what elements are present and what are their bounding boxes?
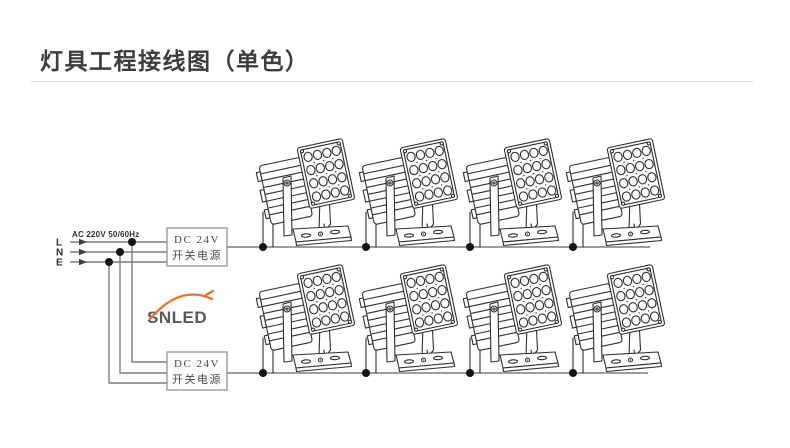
led-floodlight — [254, 137, 356, 248]
brand-logo-text: SNLED — [147, 308, 207, 327]
logo-swoosh-icon — [148, 293, 214, 321]
logo-swoosh-tip-icon — [204, 289, 215, 297]
junction-dot — [116, 248, 124, 256]
junction-dot — [466, 243, 474, 251]
led-floodlight — [254, 263, 356, 374]
page-title: 灯具工程接线图（单色） — [40, 48, 310, 74]
junction-dot — [259, 369, 267, 377]
psu-2-line1: DC 24V — [174, 358, 220, 370]
fixture-row-1 — [254, 137, 666, 251]
arrow-icon — [79, 258, 87, 266]
fixture-row-2 — [254, 263, 666, 377]
led-floodlight — [564, 263, 666, 374]
branch-wire-E — [108, 262, 167, 384]
brand-logo: SNLED — [147, 289, 215, 327]
junction-dot — [259, 243, 267, 251]
arrow-icon — [79, 248, 87, 256]
power-supply-1: DC 24V 开关电源 — [166, 227, 228, 267]
phase-label-N: N — [56, 248, 63, 259]
led-floodlight — [564, 137, 666, 248]
branch-wire-N — [119, 252, 167, 374]
junction-dot — [128, 238, 136, 246]
led-floodlight — [461, 137, 563, 248]
psu-2-line2: 开关电源 — [172, 372, 222, 386]
branch-wire-L — [131, 242, 167, 363]
junction-dot — [362, 369, 370, 377]
junction-dot — [569, 243, 577, 251]
phase-label-E: E — [56, 258, 63, 269]
junction-dot — [362, 243, 370, 251]
power-supply-2: DC 24V 开关电源 — [166, 351, 228, 391]
junction-dot — [466, 369, 474, 377]
psu-1-line2: 开关电源 — [172, 248, 222, 262]
junction-dot — [105, 258, 113, 266]
led-floodlight — [357, 263, 459, 374]
title-underline — [31, 81, 753, 82]
phase-label-L: L — [56, 238, 62, 249]
led-floodlight — [357, 137, 459, 248]
arrow-icon — [79, 238, 87, 246]
junction-dot — [569, 369, 577, 377]
mains-input-wires — [70, 238, 167, 384]
ac-input-label: AC 220V 50/60Hz — [72, 230, 139, 239]
psu-1-line1: DC 24V — [174, 234, 220, 246]
led-floodlight — [461, 263, 563, 374]
